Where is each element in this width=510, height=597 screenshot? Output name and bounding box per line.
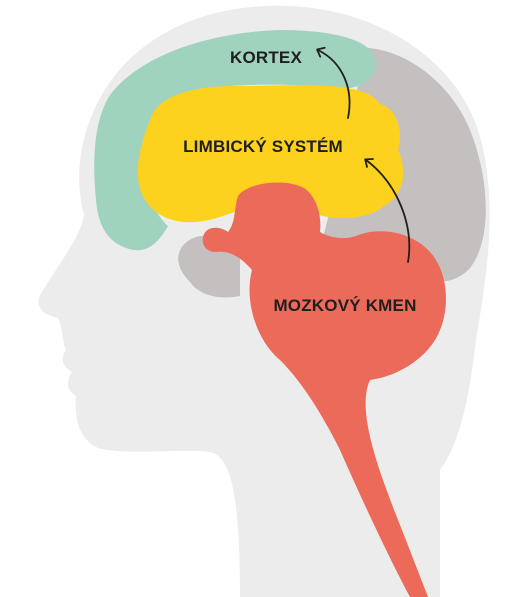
label-brainstem: MOZKOVÝ KMEN bbox=[273, 296, 416, 315]
label-kortex: KORTEX bbox=[230, 48, 303, 67]
label-limbic-system: LIMBICKÝ SYSTÉM bbox=[183, 137, 343, 156]
